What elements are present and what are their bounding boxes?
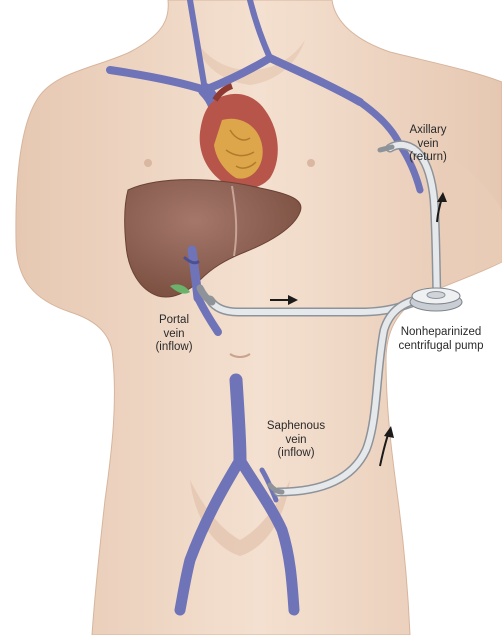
neck-shadow bbox=[195, 40, 305, 85]
gallbladder bbox=[170, 284, 190, 294]
heart bbox=[199, 83, 278, 189]
flow-arrows bbox=[270, 192, 447, 467]
arrow-portal-flow bbox=[270, 295, 298, 305]
portal-vein-label: Portal vein (inflow) bbox=[155, 314, 193, 353]
navel bbox=[229, 353, 251, 358]
arm-shadow bbox=[434, 150, 502, 288]
lower-veins bbox=[174, 373, 300, 616]
liver-ligament bbox=[231, 185, 238, 257]
right-nipple bbox=[307, 159, 315, 167]
groin-shadow bbox=[190, 480, 290, 556]
arrow-return-flow bbox=[436, 192, 447, 223]
liver bbox=[124, 179, 302, 298]
torso bbox=[15, 0, 502, 635]
arrow-saphenous-flow bbox=[379, 426, 394, 467]
portal-vein bbox=[183, 245, 222, 336]
pump-label: Nonheparinized centrifugal pump bbox=[398, 326, 484, 352]
saphenous-vein-label: Saphenous vein (inflow) bbox=[266, 420, 326, 459]
centrifugal-pump bbox=[409, 287, 463, 312]
bypass-tubing bbox=[196, 140, 442, 497]
left-nipple bbox=[144, 159, 152, 167]
axillary-vein-label: Axillary vein (return) bbox=[409, 124, 447, 163]
